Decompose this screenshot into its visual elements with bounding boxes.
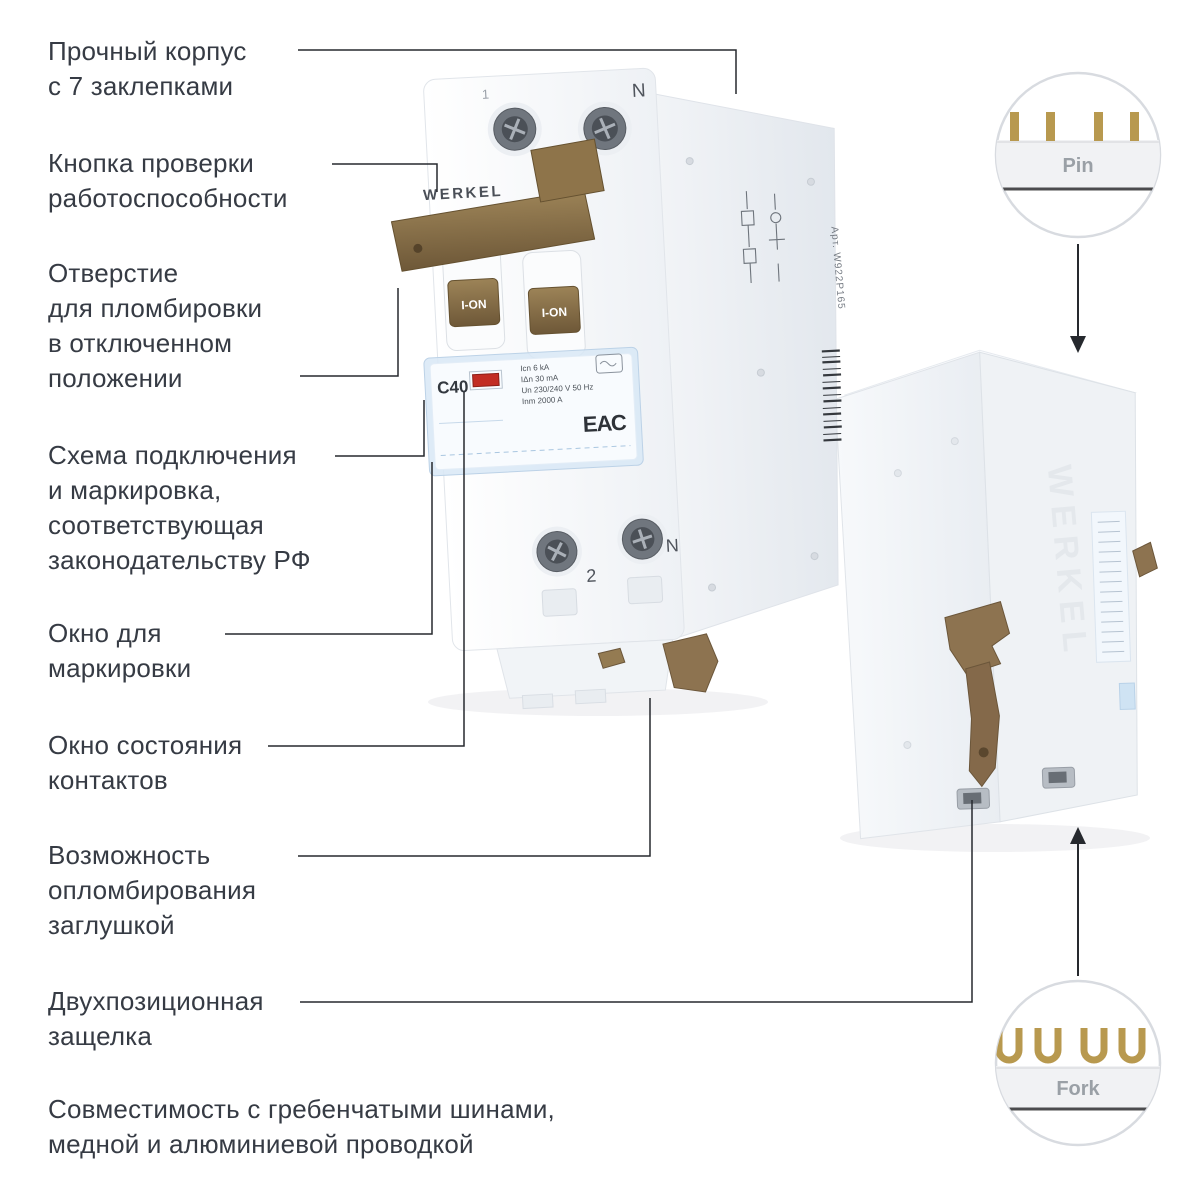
- callout-wiring-diagram: Схема подключения и маркировка, соответс…: [48, 440, 311, 575]
- callout-line-seal-hole: [300, 288, 399, 377]
- spec-line-3: Un 230/240 V 50 Hz: [521, 382, 593, 395]
- rivet: [806, 177, 815, 186]
- terminal-label-bottom-left: 2: [586, 566, 597, 586]
- front-side-face: [653, 93, 839, 638]
- back-blue-window: [1118, 682, 1136, 711]
- callout-seal-hole: Отверстие для пломбировки в отключенном …: [48, 258, 263, 393]
- side-contact-tab: [1132, 541, 1158, 578]
- test-button: [530, 138, 605, 203]
- pin-teeth-icon: [1010, 112, 1139, 141]
- callout-line-marking-window: [225, 462, 433, 635]
- bottom-terminal-screw-right: [617, 514, 668, 565]
- lever-on-label: I-ON: [541, 305, 567, 320]
- back-printed-label: [1090, 510, 1132, 663]
- label-area: C40 Icn 6 kA IΔn 30 mA Un 230/240 V 50 H…: [423, 346, 644, 477]
- rivet: [810, 552, 819, 561]
- toggle-lever-right: I-ON: [522, 249, 586, 359]
- barcode: [821, 349, 842, 442]
- marking-guide-line: [440, 445, 631, 457]
- callout-busbar-compat: Совместимость с гребенчатыми шинами, мед…: [48, 1094, 555, 1159]
- foot-tab: [521, 693, 554, 710]
- lever-on-label: I-ON: [461, 297, 487, 312]
- callout-line-contact-window: [268, 392, 465, 747]
- rivet: [756, 368, 765, 377]
- terminal-cage: [627, 575, 664, 605]
- bottom-terminal-screw-left: [531, 526, 582, 577]
- terminal-label-bottom-right: N: [665, 535, 679, 556]
- callout-latch: Двухпозиционная защелка: [48, 986, 264, 1051]
- brand-text: WERKEL: [423, 183, 504, 204]
- toggle-handle-bar: [390, 189, 596, 272]
- rivet: [708, 583, 717, 592]
- top-terminal-screw-left: [487, 102, 542, 157]
- breaker-front-view: Арт. W922P165: [390, 67, 847, 710]
- latch-hole: [978, 747, 989, 758]
- callout-line-latch: [300, 800, 973, 1003]
- callout-seal-plug: Возможность опломбирования заглушкой: [48, 840, 257, 940]
- isolation-pictogram: [595, 353, 623, 374]
- fork-busbar-body: [996, 1066, 1160, 1110]
- spec-line-2: IΔn 30 mA: [521, 373, 559, 384]
- terminal-label-top-right: N: [631, 80, 646, 102]
- fork-teeth-icon: [996, 1028, 1146, 1064]
- contact-state-window: [472, 372, 500, 388]
- callout-line-housing: [298, 49, 737, 94]
- fork-arrow: [1070, 827, 1086, 976]
- pin-busbar-inset: Pin: [994, 71, 1162, 239]
- foot-tab: [574, 688, 607, 705]
- marking-guide-line: [439, 419, 504, 425]
- callout-contact-window: Окно состояния контактов: [48, 730, 243, 795]
- eac-cert-mark: ЕАС: [582, 410, 627, 437]
- rivet: [893, 469, 902, 478]
- spec-line-4: Inm 2000 A: [522, 395, 564, 406]
- sealing-plug: [662, 633, 719, 693]
- pin-arrow: [1070, 244, 1086, 353]
- bottom-terminal-opening: [956, 787, 991, 810]
- terminal-label-top-left: 1: [482, 86, 490, 101]
- din-latch-lever: [965, 661, 1000, 788]
- rivet: [903, 740, 912, 749]
- sealing-plug-small: [597, 647, 626, 669]
- callout-marking-window: Окно для маркировки: [48, 618, 192, 683]
- callout-line-wiring-diagram: [335, 400, 425, 457]
- fork-busbar-inset: Fork: [994, 979, 1162, 1147]
- back-label-text-lines: [1097, 520, 1125, 653]
- seal-hole-opening: [413, 243, 423, 253]
- rivet: [685, 157, 694, 166]
- callout-test-button: Кнопка проверки работоспособности: [48, 148, 288, 213]
- contact-state-window-frame: [468, 369, 503, 391]
- spec-line-1: Icn 6 kA: [520, 363, 550, 374]
- pin-inset-label: Pin: [1062, 155, 1093, 177]
- callout-durable-housing: Прочный корпус с 7 заклепками: [48, 36, 247, 101]
- din-foot: [496, 639, 674, 699]
- callout-line-test-button: [332, 163, 438, 192]
- rating-text: C40: [437, 377, 469, 398]
- pin-busbar-body: [996, 140, 1160, 190]
- bottom-terminal-opening: [1041, 766, 1076, 789]
- terminal-cage: [541, 588, 578, 617]
- fork-inset-label: Fork: [1056, 1078, 1100, 1100]
- breaker-back-view: WERKEL: [834, 349, 1158, 840]
- callout-lines: [225, 49, 973, 1003]
- din-latch-hook: [944, 601, 1011, 676]
- rivet: [950, 437, 959, 446]
- callout-line-seal-plug: [298, 698, 651, 857]
- wiring-schematic-print: [740, 191, 785, 284]
